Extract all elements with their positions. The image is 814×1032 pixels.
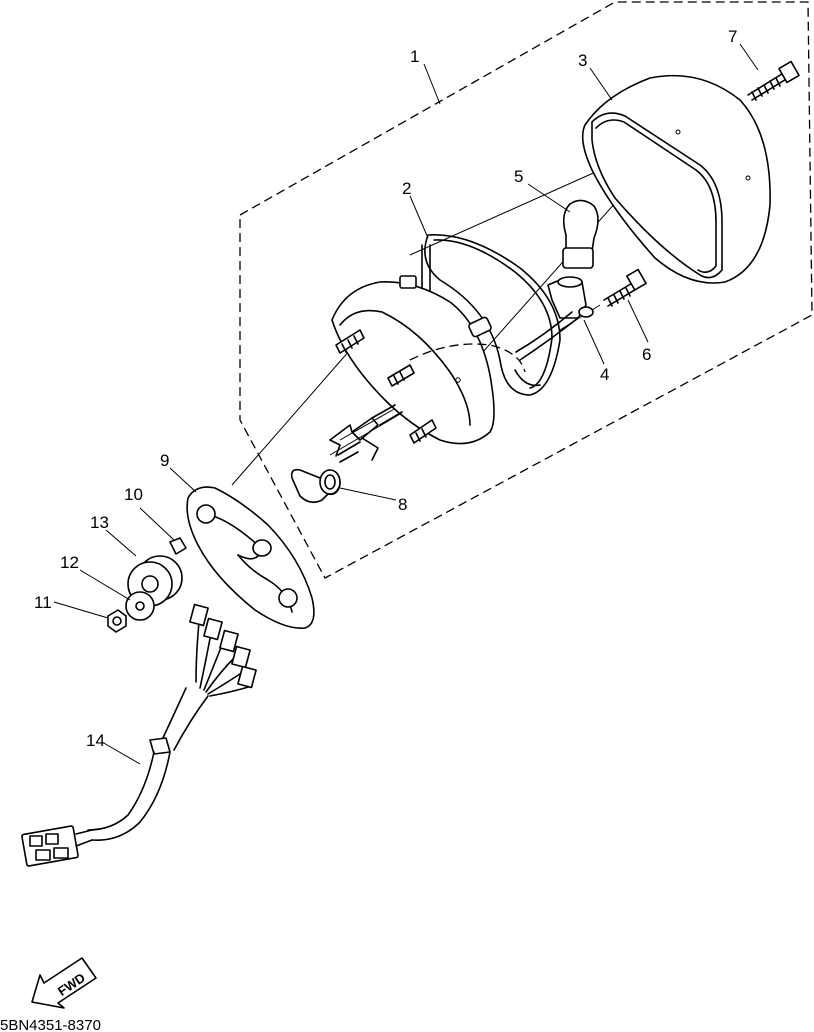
wire-arrows — [329, 404, 403, 463]
forward-arrow-icon: FWD — [31, 957, 97, 1009]
callout-leaders — [53, 43, 759, 765]
callout-14: 14 — [86, 731, 105, 750]
wire-harness-part — [21, 603, 257, 867]
callout-labels: 1 2 3 4 5 6 7 8 9 10 11 12 13 14 — [34, 27, 737, 750]
socket-screw-part — [603, 268, 647, 307]
callout-11: 11 — [34, 593, 52, 612]
callout-12: 12 — [60, 553, 79, 572]
bulb-part — [562, 199, 599, 269]
callout-2: 2 — [402, 179, 411, 198]
washer-part — [125, 591, 155, 621]
callout-1: 1 — [410, 47, 419, 66]
base-plate-part — [186, 486, 315, 629]
callout-10: 10 — [124, 485, 143, 504]
assembly-1-boundary — [239, 1, 813, 579]
callout-5: 5 — [514, 167, 523, 186]
collar-part — [169, 537, 187, 555]
callout-6: 6 — [642, 345, 651, 364]
callout-13: 13 — [90, 513, 109, 532]
drawing-code: 5BN4351-8370 — [0, 1017, 101, 1032]
nut-part — [107, 609, 127, 633]
callout-9: 9 — [160, 451, 169, 470]
grommet-part — [290, 468, 341, 504]
callout-4: 4 — [600, 365, 609, 384]
housing-studs — [335, 329, 437, 444]
callout-8: 8 — [398, 495, 407, 514]
gasket-part — [421, 233, 561, 396]
housing-part — [331, 275, 541, 445]
lens-screw-part — [747, 60, 800, 101]
callout-3: 3 — [578, 51, 587, 70]
lens-part — [581, 74, 771, 284]
callout-7: 7 — [728, 27, 737, 46]
socket-part — [515, 276, 594, 361]
